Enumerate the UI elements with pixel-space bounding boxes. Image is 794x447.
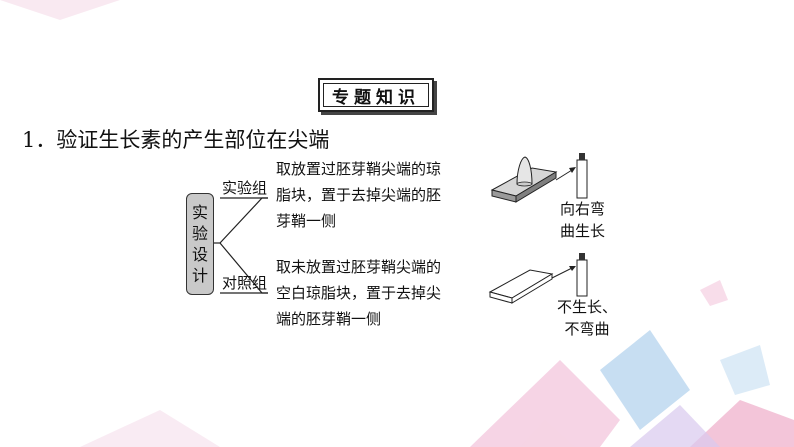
blank-agar-block: [488, 269, 554, 304]
label-char: 设: [191, 245, 208, 264]
label-char: 验: [191, 224, 208, 243]
result-line: 向右弯: [560, 200, 606, 218]
blue-shard: [720, 345, 770, 395]
experimental-group-label: 实验组: [222, 179, 268, 197]
pink-shard: [520, 420, 575, 447]
description-line: 脂块，置于去掉尖端的胚: [276, 186, 442, 204]
coleoptile-decapitated: [576, 253, 588, 297]
label-char: 计: [191, 266, 208, 285]
experiment-design-label: 实 验 设 计: [186, 193, 214, 295]
pink-shard: [700, 280, 728, 306]
result-line: 不生长、: [557, 298, 618, 316]
result-line: 曲生长: [560, 222, 606, 240]
label-char: 实: [191, 203, 208, 222]
pink-shard: [0, 0, 120, 20]
description-line: 芽鞘一侧: [276, 212, 337, 230]
pink-shard: [470, 360, 620, 447]
experimental-description: 取放置过胚芽鞘尖端的琼 脂块，置于去掉尖端的胚 芽鞘一侧: [276, 156, 441, 234]
section-badge: 专题知识: [318, 78, 434, 112]
description-line: 取未放置过胚芽鞘尖端的: [276, 258, 442, 276]
control-result: 不生长、 不弯曲: [557, 296, 617, 340]
arrow: [551, 267, 573, 279]
description-line: 空白琼脂块，置于去掉尖: [276, 284, 442, 302]
section-badge-text: 专题知识: [332, 87, 420, 108]
violet-shard: [630, 405, 720, 447]
arrow-head: [569, 167, 576, 173]
section-heading: 1．验证生长素的产生部位在尖端: [22, 128, 330, 152]
arrow: [555, 169, 573, 181]
description-line: 端的胚芽鞘一侧: [276, 310, 382, 328]
arrow-head: [569, 266, 576, 271]
control-group-label: 对照组: [222, 274, 268, 292]
blue-shard: [600, 330, 690, 430]
agar-block-with-tip: [490, 156, 558, 203]
pink-shard: [690, 400, 794, 447]
pink-shard: [80, 410, 220, 447]
bracket-line: [219, 197, 268, 244]
coleoptile-decapitated: [576, 153, 588, 199]
result-line: 不弯曲: [564, 320, 610, 338]
description-line: 取放置过胚芽鞘尖端的琼: [276, 160, 442, 178]
control-description: 取未放置过胚芽鞘尖端的 空白琼脂块，置于去掉尖 端的胚芽鞘一侧: [276, 254, 441, 332]
experimental-result: 向右弯 曲生长: [560, 198, 605, 242]
